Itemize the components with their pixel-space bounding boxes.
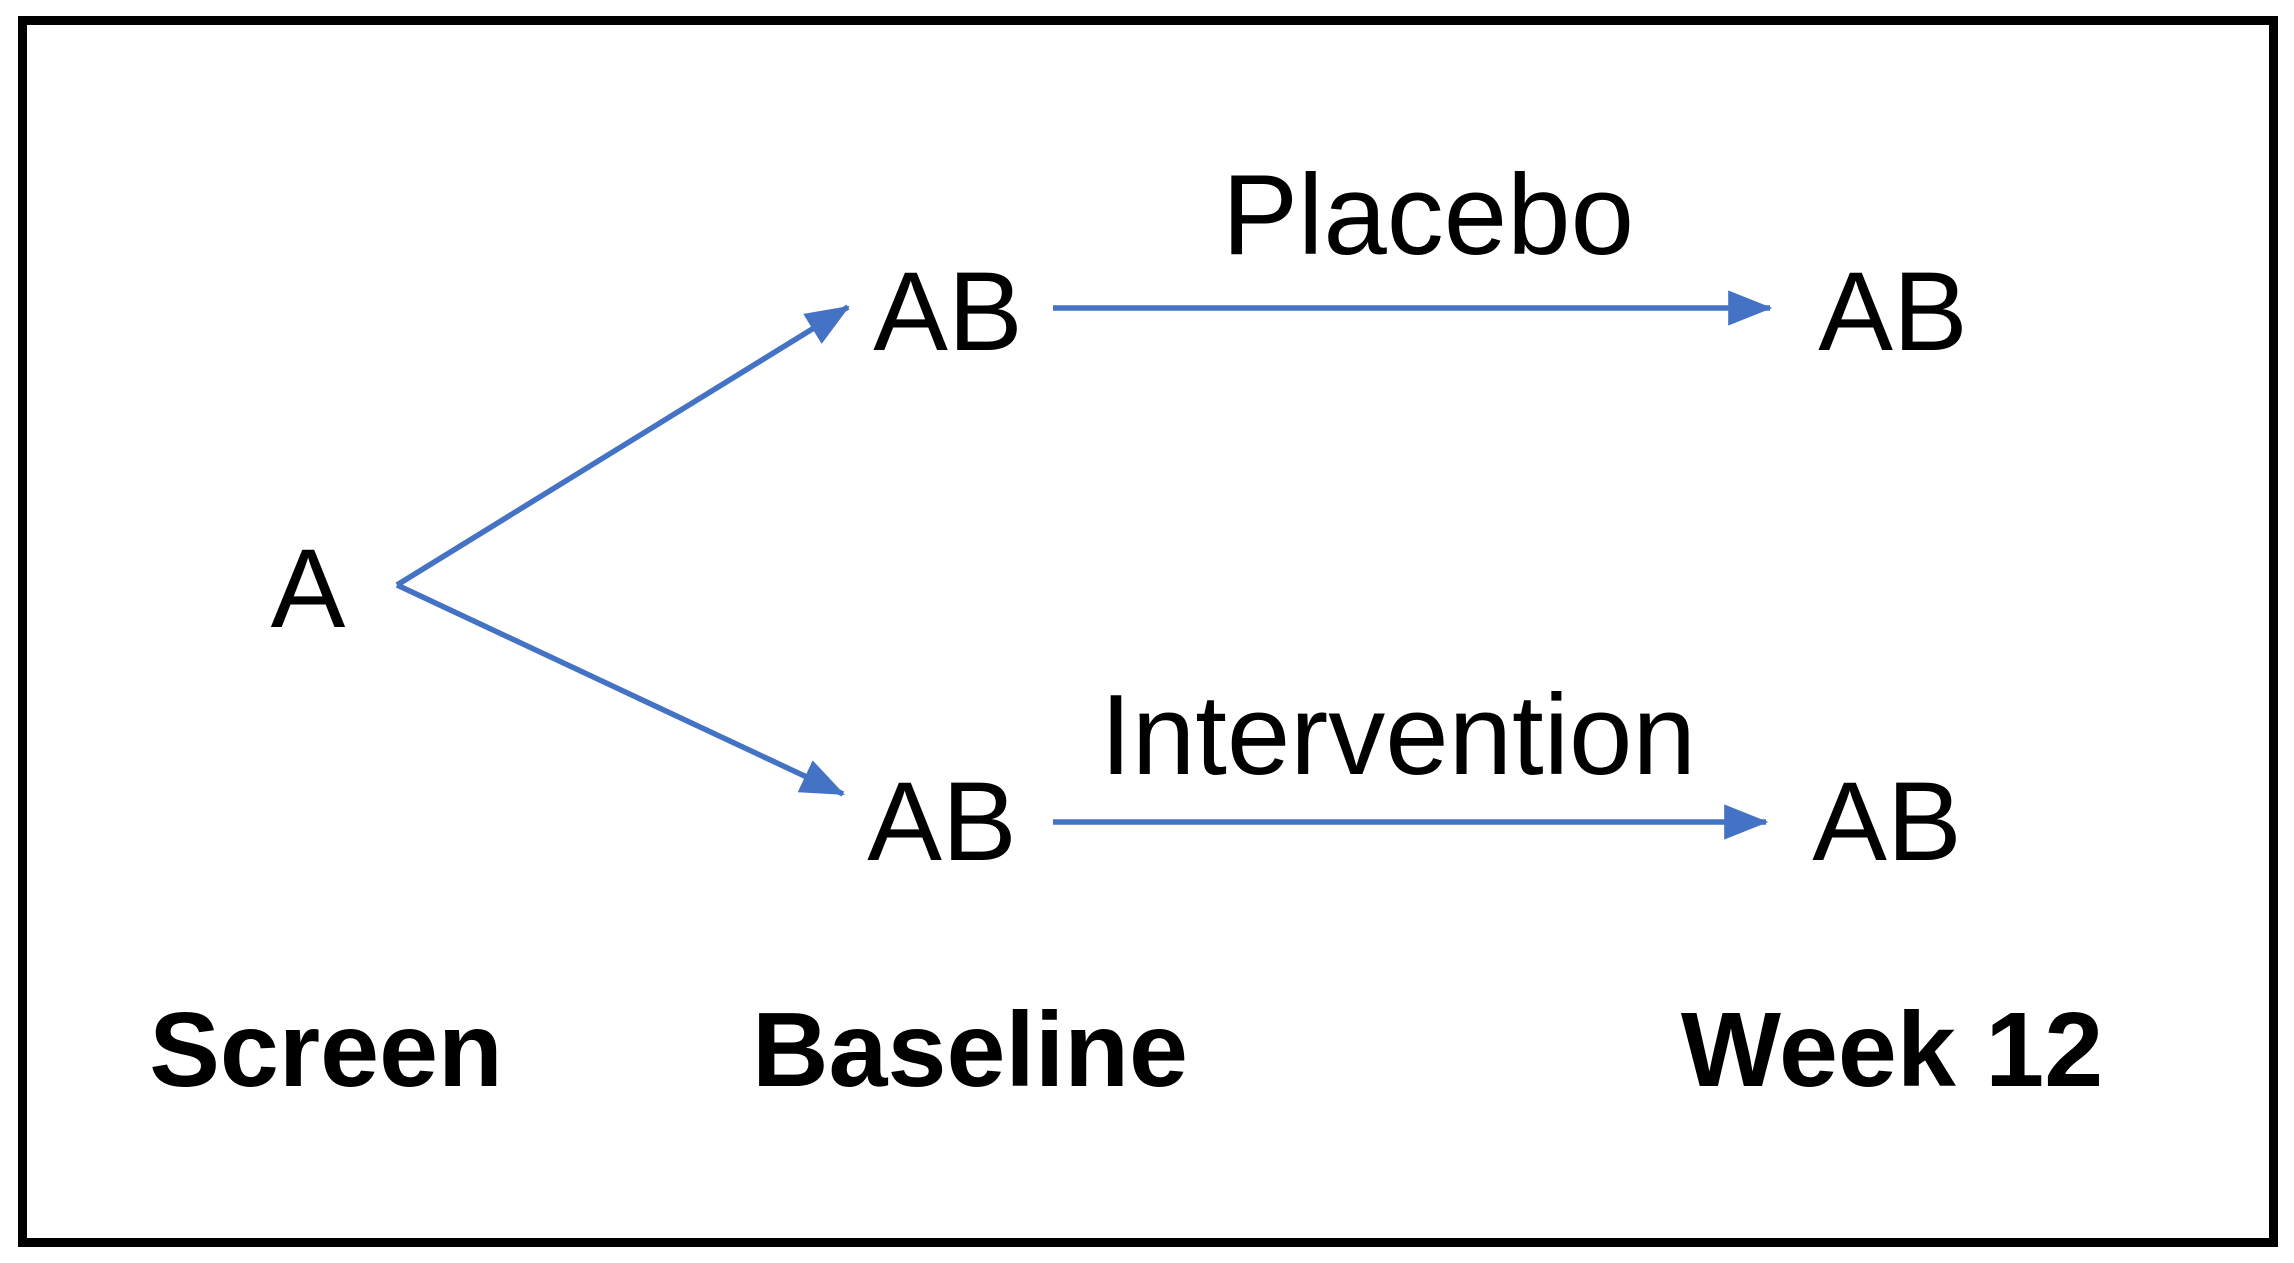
- node-ab-baseline-intervention: AB: [867, 759, 1017, 884]
- node-ab-baseline-placebo: AB: [873, 249, 1023, 374]
- node-ab-week12-placebo: AB: [1818, 249, 1968, 374]
- arrow-label-placebo: Placebo: [1222, 152, 1634, 279]
- arrow-branch-intervention: [395, 582, 845, 797]
- diagram-border: [18, 16, 2278, 1247]
- stage-label-screen: Screen: [149, 991, 503, 1109]
- node-a: A: [270, 526, 346, 651]
- stage-label-week12: Week 12: [1680, 991, 2104, 1109]
- arrow-label-intervention: Intervention: [1100, 672, 1696, 799]
- stage-label-baseline: Baseline: [751, 991, 1189, 1109]
- arrow-branch-placebo: [395, 304, 850, 588]
- node-ab-week12-intervention: AB: [1812, 759, 1962, 884]
